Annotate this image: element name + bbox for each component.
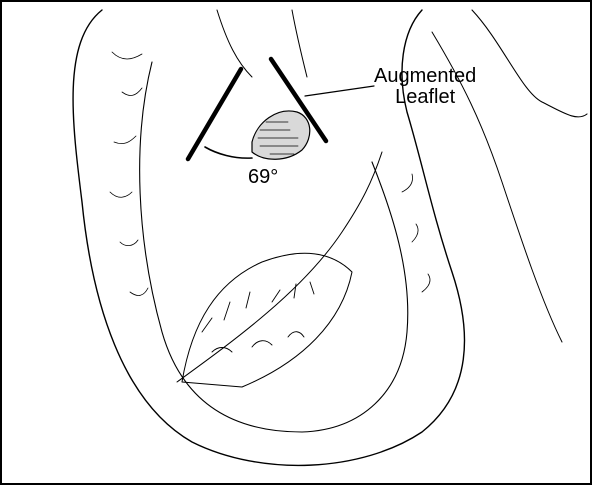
augmented-leaflet-callout: Augmented Leaflet [374,66,476,108]
callout-line-1: Augmented [374,66,476,87]
aorta-left [217,10,252,77]
callout-leader [305,86,374,96]
trabeculae [202,282,314,352]
augmented-leaflet [252,111,310,159]
vessel-right [472,10,587,117]
angle-line-left [188,69,241,159]
papillary-muscle [182,253,352,387]
aorta-right [292,10,307,77]
septum-edge [177,152,382,382]
callout-line-2: Leaflet [374,87,476,108]
angle-arc [205,147,252,158]
angle-label: 69° [248,167,278,188]
